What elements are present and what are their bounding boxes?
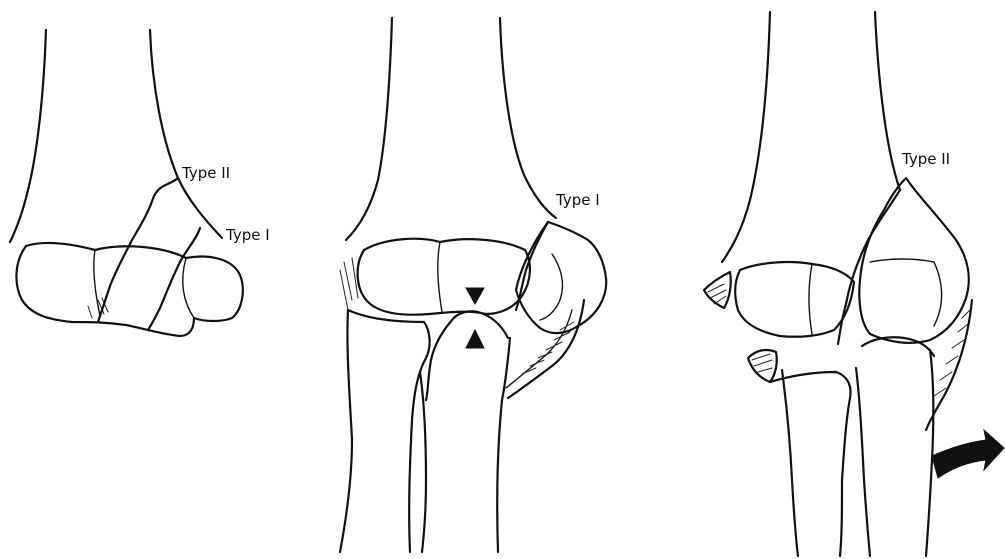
ulna-olecranon [862,337,934,356]
trochlea-groove [438,242,442,312]
panel-middle-elbow: Type I [340,18,606,552]
fragment-inner-contour [540,254,562,320]
rotation-arrow [932,430,1004,478]
radial-head-outline [348,310,430,552]
radius-outline [782,370,798,556]
distal-humerus-outline [358,239,530,315]
ulna-outline-right [497,338,510,552]
radius-head [770,372,850,556]
tuft-hatching [708,284,726,304]
radius-outline [340,310,352,552]
distal-humerus-medial-block [735,262,854,337]
trochlea-groove [94,250,100,316]
humerus-shaft-lateral-outline [722,12,770,262]
panel-right-elbow: Type II [704,12,1004,556]
label-type-ii-left: Type II [181,164,230,182]
fragment-inner-contour [870,259,942,326]
humerus-shaft-medial-outline [875,12,900,190]
ulna-outline-left [420,372,426,552]
arrowhead-down [466,288,484,304]
trochlea-groove [809,264,812,334]
label-type-i-left: Type I [225,226,270,244]
type-ii-fracture-line [838,190,900,344]
torn-ligament-tuft [748,350,777,382]
ligament-hatching [522,322,574,374]
ulna-outline-left [856,368,870,556]
humerus-shaft-lateral-outline [10,30,46,242]
humerus-shaft-medial-outline [500,18,556,218]
ulna-outline-right [926,350,933,556]
medial-soft-tissue-hatching [340,258,358,310]
distal-humerus-outline [16,243,242,336]
panel-left-humerus: Type II Type I [10,30,270,336]
label-type-i-middle: Type I [555,191,600,209]
humerus-shaft-medial-outline [150,30,222,238]
medial-epicondyle-tuft [704,272,731,308]
ligament-band-outer [508,300,584,398]
humerus-shaft-lateral-outline [346,18,392,240]
arrowhead-up [466,330,484,348]
trochlea-medial-rim [183,258,194,318]
label-type-ii-right: Type II [901,150,950,168]
ulna-olecranon [426,320,452,400]
joint-surface-curve [452,311,508,338]
torn-ligament-hatching [752,354,772,372]
